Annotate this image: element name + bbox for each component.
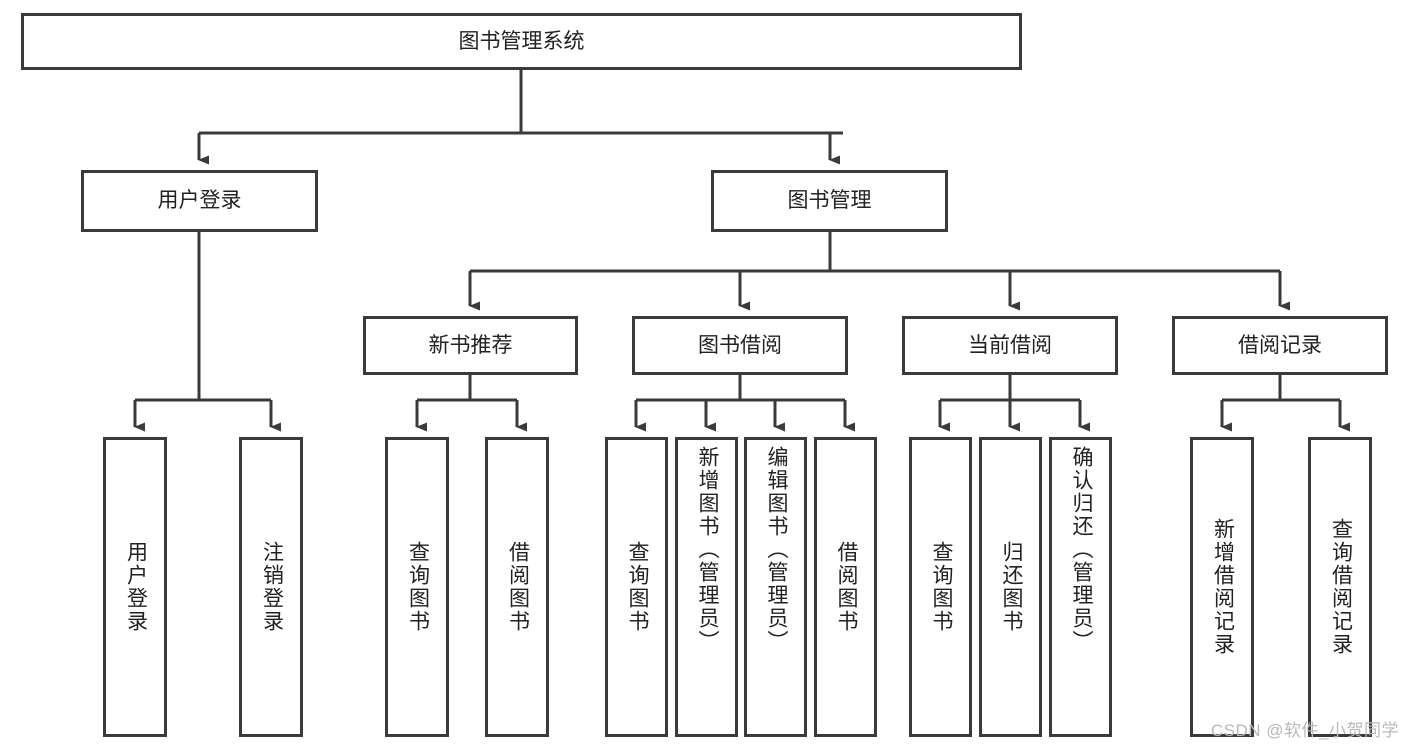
leaf-add-book-admin-label: 新增图书（管理员） (695, 446, 719, 653)
node-new-book-recommend-label: 新书推荐 (428, 333, 513, 357)
leaf-query-book-rec[interactable]: 查询图书 (385, 437, 449, 737)
leaf-add-borrow-record[interactable]: 新增借阅记录 (1190, 437, 1254, 737)
leaf-return-book[interactable]: 归还图书 (979, 437, 1042, 737)
leaf-confirm-return-admin[interactable]: 确认归还（管理员） (1049, 437, 1112, 737)
leaf-borrow-book-rec[interactable]: 借阅图书 (485, 437, 549, 737)
leaf-logout[interactable]: 注销登录 (239, 437, 303, 737)
leaf-query-borrow-record[interactable]: 查询借阅记录 (1308, 437, 1372, 737)
leaf-return-book-label: 归还图书 (999, 541, 1023, 633)
node-root[interactable]: 图书管理系统 (21, 13, 1022, 70)
leaf-borrow-book-rec-label: 借阅图书 (506, 541, 530, 633)
leaf-user-login[interactable]: 用户登录 (103, 437, 167, 737)
node-book-borrow-label: 图书借阅 (698, 333, 782, 357)
leaf-logout-label: 注销登录 (260, 541, 284, 633)
leaf-add-book-admin[interactable]: 新增图书（管理员） (675, 437, 738, 737)
leaf-query-book-borrow-label: 查询图书 (625, 541, 649, 633)
node-user-login-label: 用户登录 (157, 189, 242, 213)
leaf-edit-book-admin[interactable]: 编辑图书（管理员） (744, 437, 807, 737)
node-root-label: 图书管理系统 (458, 29, 585, 53)
leaf-confirm-return-admin-label: 确认归还（管理员） (1069, 446, 1093, 653)
leaf-user-login-label: 用户登录 (124, 541, 148, 633)
node-user-login[interactable]: 用户登录 (81, 170, 318, 232)
leaf-borrow-book-label: 借阅图书 (834, 541, 858, 633)
leaf-borrow-book[interactable]: 借阅图书 (814, 437, 877, 737)
leaf-query-book-current[interactable]: 查询图书 (909, 437, 972, 737)
leaf-query-book-borrow[interactable]: 查询图书 (605, 437, 668, 737)
leaf-query-book-current-label: 查询图书 (929, 541, 953, 633)
node-borrow-records[interactable]: 借阅记录 (1172, 316, 1388, 375)
leaf-add-borrow-record-label: 新增借阅记录 (1211, 518, 1235, 656)
node-current-borrow[interactable]: 当前借阅 (902, 316, 1118, 375)
node-current-borrow-label: 当前借阅 (968, 333, 1052, 357)
node-book-management-label: 图书管理 (787, 189, 872, 213)
leaf-query-borrow-record-label: 查询借阅记录 (1329, 518, 1353, 656)
leaf-query-book-rec-label: 查询图书 (406, 541, 430, 633)
leaf-edit-book-admin-label: 编辑图书（管理员） (764, 446, 788, 653)
node-new-book-recommend[interactable]: 新书推荐 (363, 316, 578, 375)
node-book-borrow[interactable]: 图书借阅 (632, 316, 848, 375)
node-borrow-records-label: 借阅记录 (1238, 333, 1322, 357)
watermark: CSDN @软件_小贺同学 (1210, 721, 1399, 740)
node-book-management[interactable]: 图书管理 (711, 170, 948, 232)
